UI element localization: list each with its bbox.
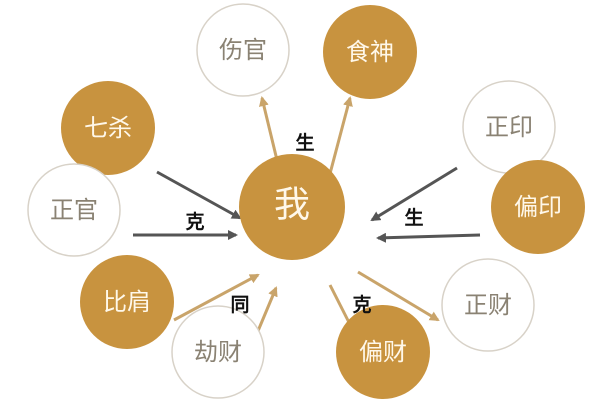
center-label: 我: [274, 185, 310, 226]
arrow-from-qisha: [156, 170, 242, 220]
arrow-from-bijian: [173, 273, 260, 322]
node-label: 偏财: [359, 338, 407, 366]
node-piancai: 偏财: [336, 305, 430, 399]
arrow-to-shishen: [325, 96, 353, 186]
arrow-from-pianyin: [376, 232, 481, 243]
node-label: 劫财: [194, 338, 242, 366]
relation-label-ke-wealth: 克: [352, 293, 371, 316]
arrow-from-zhengyin: [370, 166, 458, 222]
node-label: 偏印: [514, 193, 562, 221]
node-label: 食神: [346, 38, 394, 66]
relation-label-sheng-output: 生: [295, 131, 314, 154]
node-jiecai: 劫财: [171, 305, 265, 399]
relation-label-tong-peer: 同: [230, 294, 249, 316]
node-label: 正官: [50, 196, 98, 224]
node-label: 七杀: [84, 114, 132, 142]
relation-label-ke-officer: 克: [185, 210, 204, 233]
node-pianyin: 偏印: [491, 160, 585, 254]
node-qisha: 七杀: [61, 81, 155, 175]
node-circle: [196, 3, 290, 97]
node-circle: [171, 305, 265, 399]
node-circle: [491, 160, 585, 254]
node-zhengcai: 正财: [441, 258, 535, 352]
node-label: 正财: [464, 291, 512, 319]
arrow-to-zhengcai: [357, 270, 440, 322]
node-bijian: 比肩: [80, 255, 174, 349]
node-circle: [80, 255, 174, 349]
node-circle: [323, 5, 417, 99]
node-circle: [27, 163, 121, 257]
node-circle: [336, 305, 430, 399]
node-circle: [441, 258, 535, 352]
node-circle: [61, 81, 155, 175]
node-label: 比肩: [103, 288, 151, 316]
node-zhengguan: 正官: [27, 163, 121, 257]
node-shishen: 食神: [323, 5, 417, 99]
node-shangguan: 伤官: [196, 3, 290, 97]
node-label: 正印: [485, 113, 533, 141]
node-label: 伤官: [219, 36, 267, 64]
center-node: 我: [239, 154, 345, 260]
relation-label-sheng-resource: 生: [404, 206, 423, 229]
node-zhengyin: 正印: [462, 80, 556, 174]
